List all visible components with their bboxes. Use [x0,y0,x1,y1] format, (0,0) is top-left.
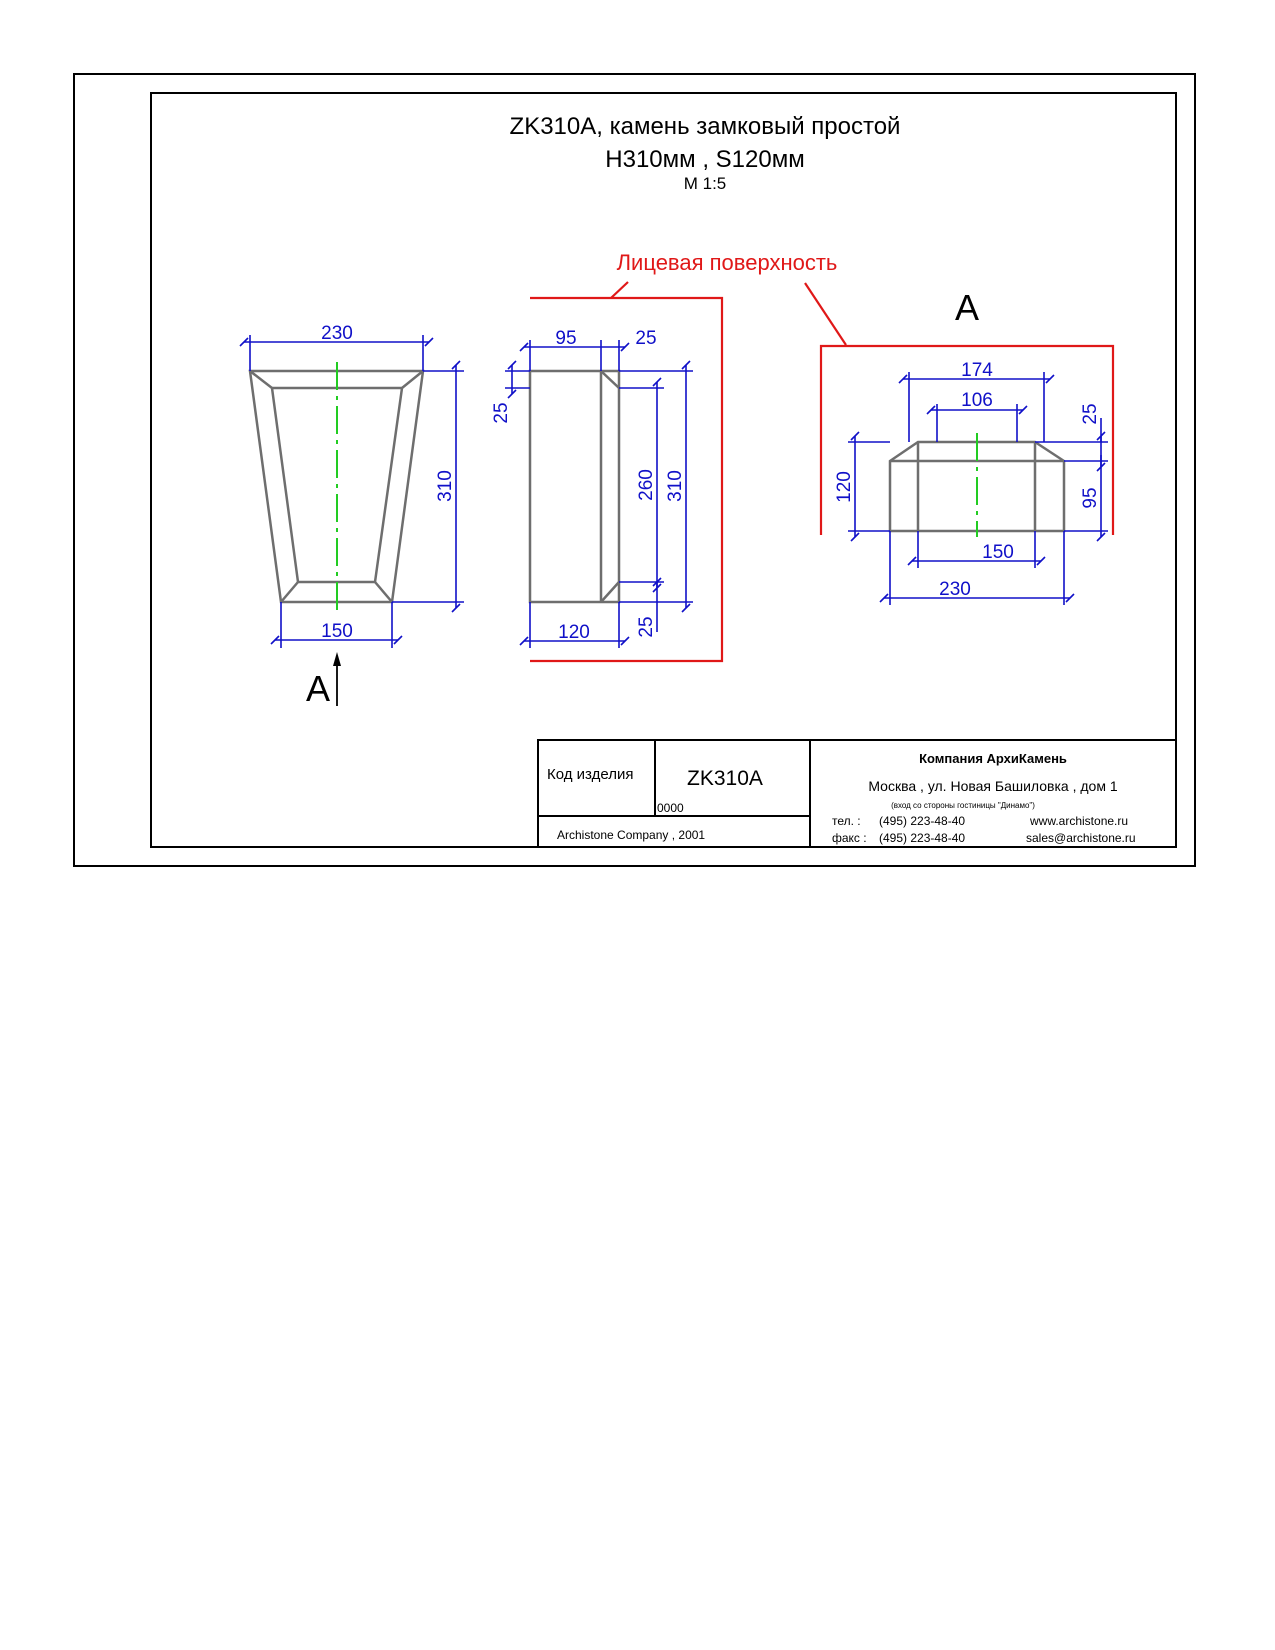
section-label: A [955,287,979,328]
front-bevel-bl [280,581,299,603]
dim-section-230: 230 [939,579,971,600]
view-arrow-label: A [306,668,330,709]
drawing-subtitle: H310мм , S120мм [605,146,804,173]
dim-front-top: 230 [321,323,353,344]
side-outline [528,369,621,604]
side-view [528,369,621,604]
section-face-line [819,344,1115,535]
code-sub: 0000 [657,801,684,815]
phone-number: (495) 223-48-40 [879,814,965,828]
company-name: Компания АрхиКамень [919,751,1067,766]
fax-label: факс : [832,831,867,845]
fax-number: (495) 223-48-40 [879,831,965,845]
dim-front-bottom: 150 [321,621,353,642]
dim-side-bottom: 120 [558,622,590,643]
side-bevel-bottom [600,581,620,603]
dim-side-top-right: 25 [635,328,656,349]
front-bevel-br [374,581,393,603]
dim-section-174: 174 [961,360,993,381]
dim-section-120: 120 [834,471,855,503]
dim-side-inner: 260 [636,469,657,501]
dim-section-95: 95 [1080,487,1101,508]
title-block [537,739,1177,848]
drawing-title: ZK310A, камень замковый простой [510,113,901,140]
drawing-scale: M 1:5 [684,174,727,193]
side-dimensions [505,340,693,648]
code-value: ZK310A [687,767,763,790]
section-dimensions [848,372,1108,605]
dim-side-height: 310 [665,470,686,502]
copyright-text: Archistone Company , 2001 [557,828,705,842]
phone-label: тел. : [832,814,861,828]
side-bevel-top [600,370,620,389]
front-bevel-tr [401,370,424,389]
dim-side-top-left: 95 [555,328,576,349]
side-face-line [530,296,724,663]
inner-frame [150,92,1177,848]
dim-side-bottom-right: 25 [636,616,657,637]
email-link[interactable]: sales@archistone.ru [1026,831,1136,845]
dim-front-height: 310 [435,470,456,502]
code-label: Код изделия [547,766,633,783]
dim-side-left-top: 25 [491,402,512,423]
dim-section-150: 150 [982,542,1014,563]
company-address: Москва , ул. Новая Башиловка , дом 1 [868,778,1117,794]
section-face-leader [804,282,847,346]
face-surface-label: Лицевая поверхность [617,250,838,275]
website-link[interactable]: www.archistone.ru [1029,814,1128,828]
side-face-leader [610,281,629,299]
dim-section-106: 106 [961,390,993,411]
view-arrow [333,652,341,706]
outer-frame [73,73,1196,867]
front-dimensions [239,335,464,648]
address-note: (вход со стороны гостиницы "Динамо") [891,801,1035,810]
front-bevel-tl [249,370,273,389]
dim-section-25: 25 [1080,403,1101,424]
